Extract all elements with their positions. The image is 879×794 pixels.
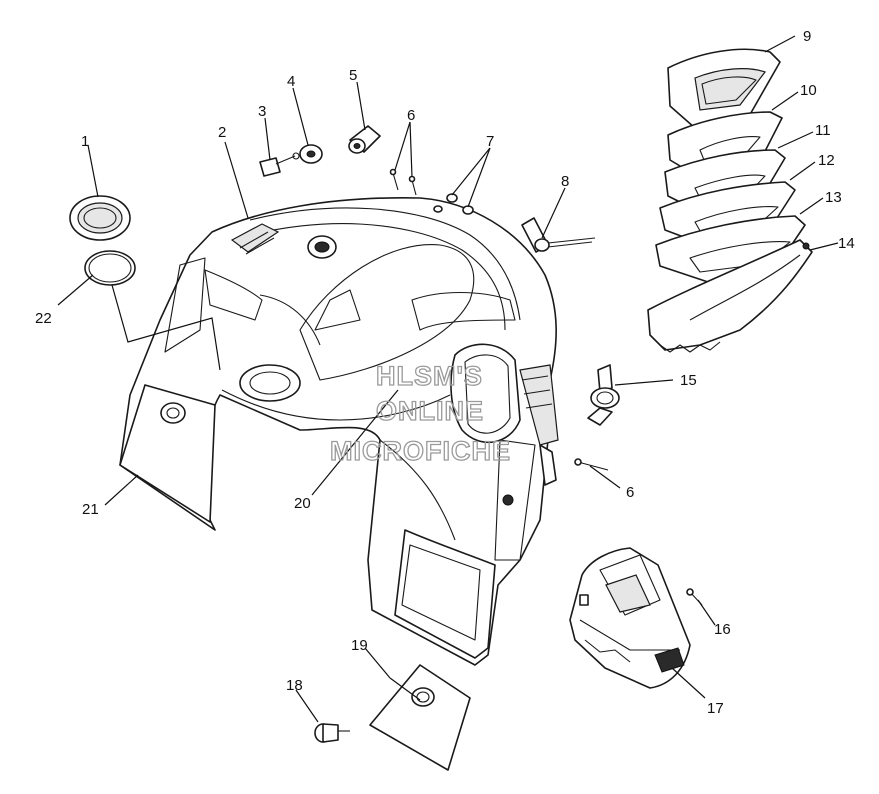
callout-18: 18: [286, 677, 303, 694]
nut-part: [299, 144, 323, 164]
filler-ring-part: [69, 195, 131, 241]
ignition-switch-part: [348, 125, 381, 154]
callout-9: 9: [803, 28, 811, 45]
callout-14: 14: [838, 235, 855, 252]
rivet-parts: [433, 193, 474, 215]
callout-labels: 1 2 3 4 5 6 6 7 8 9 10 11 12 13 14 15 16…: [35, 28, 855, 717]
callout-20: 20: [294, 495, 311, 512]
watermark: HLSM'S ONLINE MICROFICHE: [329, 360, 511, 466]
cover-19-part: [369, 664, 471, 771]
callout-22: 22: [35, 310, 52, 327]
front-panel-part: [119, 384, 216, 523]
callout-16: 16: [714, 621, 731, 638]
gauge-stack-parts: [647, 48, 813, 353]
bracket-part: [587, 364, 620, 426]
glove-box-part: [569, 547, 691, 689]
callout-12: 12: [818, 152, 835, 169]
watermark-line-3: MICROFICHE: [330, 436, 511, 466]
callout-1: 1: [81, 133, 89, 150]
leader-lines: [57, 35, 839, 723]
callout-11: 11: [815, 122, 831, 139]
callout-15: 15: [680, 372, 697, 389]
callout-6-right: 6: [626, 484, 634, 501]
watermark-line-2: ONLINE: [376, 396, 484, 426]
callout-8: 8: [561, 173, 569, 190]
callout-19: 19: [351, 637, 368, 654]
key-part: [259, 152, 300, 177]
callout-13: 13: [825, 189, 842, 206]
callout-5: 5: [349, 67, 357, 84]
plug-part: [314, 723, 350, 743]
callout-4: 4: [287, 73, 295, 90]
screw-parts: [389, 168, 609, 471]
callout-6-top: 6: [407, 107, 415, 124]
callout-17: 17: [707, 700, 724, 717]
watermark-line-1: HLSM'S: [376, 361, 483, 391]
callout-3: 3: [258, 103, 266, 120]
callout-21: 21: [82, 501, 99, 518]
choke-switch-part: [521, 217, 596, 253]
callout-2: 2: [218, 124, 226, 141]
callout-7: 7: [486, 133, 494, 150]
console-hood-part: [119, 197, 559, 666]
callout-10: 10: [800, 82, 817, 99]
o-ring-part: [84, 250, 136, 286]
